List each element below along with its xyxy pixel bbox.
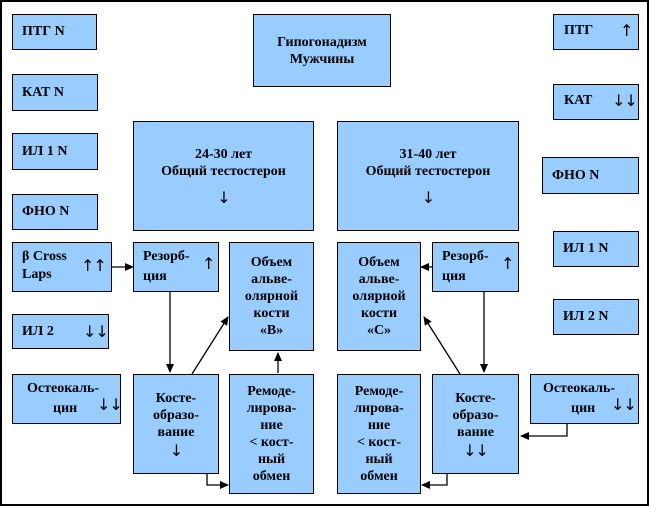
- remodeling-right-line5: ный: [365, 452, 393, 467]
- remodeling-left-line4: < кост-: [249, 435, 294, 450]
- arrow-osteocalcin-right-to-boneform: [520, 424, 568, 440]
- osteocalcin-left-box: Остеокаль- цин ↓↓: [12, 374, 123, 424]
- bcross-up-up-icon: ↑↑: [81, 256, 107, 275]
- remodeling-left-line3: ние: [260, 418, 283, 433]
- bone-formation-right-line3: вание: [457, 424, 494, 440]
- title-line1: Гипогонадизм: [277, 34, 367, 50]
- arrow-boneform-right-to-remodel: [421, 474, 448, 489]
- arrow-boneform-left-to-volume-b: [191, 316, 229, 375]
- volume-b-line4: кости: [253, 306, 290, 321]
- volume-c-line2: альве-: [358, 272, 400, 287]
- remodeling-right-line6: обмен: [360, 469, 398, 484]
- volume-c-box: Объем альве- олярной кости «С»: [337, 242, 421, 351]
- osteocalcin-left-down-down-icon: ↓↓: [97, 395, 123, 414]
- resorption-right-up-icon: ↑: [501, 254, 514, 273]
- bone-formation-left-line2: образо-: [153, 407, 199, 423]
- ptg-right-up-icon: ↑: [620, 21, 633, 40]
- bone-formation-left-down-icon: ↓: [169, 440, 183, 460]
- kat-right-box: КАТ ↓↓: [553, 84, 639, 120]
- age-group-2-line1: 31-40 лет: [399, 147, 457, 162]
- volume-b-box: Объем альве- олярной кости «В»: [229, 242, 314, 351]
- fno-n-right-label: ФНО N: [552, 167, 600, 183]
- resorption-left-box: Резорб- ция ↑: [133, 242, 219, 292]
- remodeling-right-line1: Ремоде-: [354, 384, 404, 399]
- il2-n-right-label: ИЛ 2 N: [563, 309, 609, 324]
- volume-c-line5: «С»: [366, 323, 392, 338]
- osteocalcin-right-box: Остеокаль- цин ↓↓: [530, 374, 639, 424]
- kat-right-down-down-icon: ↓↓: [612, 91, 638, 110]
- il1-n-right-label: ИЛ 1 N: [563, 241, 609, 256]
- osteocalcin-right-line1: Остеокаль-: [543, 381, 616, 396]
- volume-c-line4: кости: [360, 306, 398, 321]
- il2-left-label: ИЛ 2: [22, 323, 54, 339]
- osteocalcin-right-down-down-icon: ↓↓: [611, 395, 637, 414]
- il2-left-down-down-icon: ↓↓: [83, 322, 109, 341]
- fno-n-left-box: ФНО N: [12, 194, 98, 230]
- resorption-left-line1: Резорб-: [143, 249, 190, 264]
- bcross-line1: β Cross: [22, 249, 67, 264]
- kat-right-label: КАТ: [564, 93, 593, 108]
- osteocalcin-left-line1: Остеокаль-: [27, 381, 100, 396]
- bone-formation-right-line2: образо-: [452, 407, 499, 423]
- remodeling-right-line3: ние: [367, 418, 391, 433]
- volume-b-line5: «В»: [259, 323, 284, 338]
- arrow-boneform-right-to-volume-c: [423, 316, 461, 375]
- remodeling-left-line5: ный: [257, 452, 286, 467]
- remodeling-right-line2: лирова-: [354, 401, 404, 416]
- age-group-1-line2: Общий тестостерон: [161, 164, 286, 179]
- volume-b-line2: альве-: [251, 272, 292, 287]
- bone-formation-right-down-down-icon: ↓↓: [463, 440, 489, 460]
- resorption-right-line2: ция: [442, 269, 466, 284]
- il2-left-box: ИЛ 2 ↓↓: [12, 314, 109, 349]
- title-line2: Мужчины: [289, 51, 355, 67]
- remodeling-left-line1: Ремоде-: [247, 384, 296, 399]
- remodeling-right-box: Ремоде- лирова- ние < кост- ный обмен: [337, 374, 421, 494]
- il1-n-right-box: ИЛ 1 N: [553, 231, 639, 267]
- resorption-left-up-icon: ↑: [202, 254, 215, 273]
- bone-formation-left-box: Косте- образо- вание ↓: [133, 374, 219, 474]
- ptg-right-label: ПТГ: [564, 23, 594, 38]
- ptg-n-box: ПТГ N: [12, 14, 97, 50]
- ptg-right-box: ПТГ ↑: [553, 14, 639, 50]
- bcross-line2: Laps: [22, 267, 52, 282]
- remodeling-right-line4: < кост-: [356, 435, 402, 450]
- il2-n-right-box: ИЛ 2 N: [553, 299, 639, 335]
- volume-c-line1: Объем: [358, 255, 400, 270]
- age-group-2-line2: Общий тестостерон: [365, 164, 491, 179]
- bone-formation-left-line1: Косте-: [155, 390, 197, 406]
- volume-b-line3: олярной: [244, 289, 299, 304]
- osteocalcin-left-line2: цин: [53, 401, 78, 416]
- resorption-right-box: Резорб- ция ↑: [432, 242, 519, 292]
- il1-n-label: ИЛ 1 N: [22, 143, 68, 159]
- remodeling-left-line2: лирова-: [246, 401, 297, 416]
- age-group-1-down-icon: ↓: [217, 188, 230, 207]
- resorption-left-line2: ция: [143, 269, 167, 284]
- age-group-2-down-icon: ↓: [421, 188, 435, 207]
- volume-b-line1: Объем: [250, 255, 293, 270]
- kat-n-label: КАТ N: [22, 84, 64, 100]
- title-box: Гипогонадизм Мужчины: [253, 14, 391, 87]
- il1-n-box: ИЛ 1 N: [12, 133, 98, 170]
- age-group-1-line1: 24-30 лет: [194, 147, 253, 162]
- ptg-n-label: ПТГ N: [22, 24, 65, 39]
- bone-formation-left-line3: вание: [157, 424, 195, 440]
- kat-n-box: КАТ N: [12, 74, 98, 111]
- bone-formation-right-line1: Косте-: [455, 390, 496, 406]
- volume-c-line3: олярной: [352, 289, 406, 304]
- remodeling-left-box: Ремоде- лирова- ние < кост- ный обмен: [229, 374, 314, 494]
- bone-formation-right-box: Косте- образо- вание ↓↓: [432, 374, 519, 474]
- fno-n-left-label: ФНО N: [22, 204, 70, 219]
- age-group-1-box: 24-30 лет Общий тестостерон ↓: [133, 121, 314, 231]
- bcross-laps-box: β Cross Laps ↑↑: [12, 242, 112, 292]
- remodeling-left-line6: обмен: [252, 469, 291, 484]
- fno-n-right-box: ФНО N: [542, 157, 639, 194]
- age-group-2-box: 31-40 лет Общий тестостерон ↓: [337, 121, 519, 231]
- osteocalcin-right-line2: цин: [571, 401, 596, 416]
- arrow-boneform-left-to-remodel: [206, 474, 229, 489]
- resorption-right-line1: Резорб-: [442, 249, 489, 264]
